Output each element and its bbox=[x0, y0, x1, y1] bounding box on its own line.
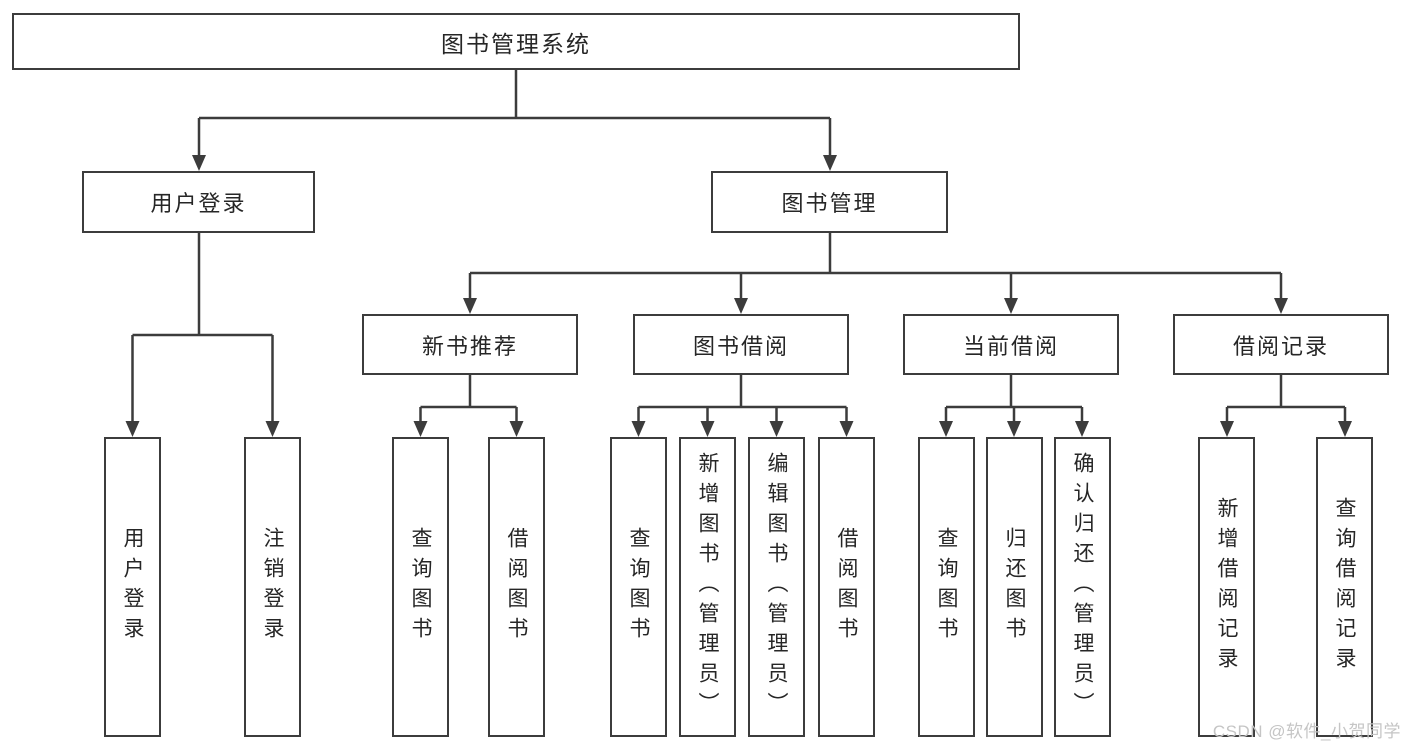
node-leaf-borrow-books-recommend: 借阅图书 bbox=[488, 437, 545, 737]
node-leaf-query-borrow-record: 查询借阅记录 bbox=[1316, 437, 1373, 737]
node-library-management-system: 图书管理系统 bbox=[12, 13, 1020, 70]
connector-book-borrow-to-leaves bbox=[637, 375, 848, 424]
connector-book-mgmt-to-level3 bbox=[468, 233, 1283, 301]
node-leaf-add-borrow-record: 新增借阅记录 bbox=[1198, 437, 1255, 737]
node-leaf-edit-book-admin: 编辑图书（管理员） bbox=[748, 437, 805, 737]
node-leaf-query-books-recommend: 查询图书 bbox=[392, 437, 449, 737]
csdn-watermark: CSDN @软件_小贺同学 bbox=[1212, 722, 1401, 741]
node-leaf-query-books-current: 查询图书 bbox=[918, 437, 975, 737]
node-leaf-borrow-books: 借阅图书 bbox=[818, 437, 875, 737]
connector-root-to-level2 bbox=[197, 70, 832, 158]
connector-user-login-to-leaves bbox=[131, 233, 274, 424]
node-leaf-query-books-borrow: 查询图书 bbox=[610, 437, 667, 737]
node-leaf-user-login: 用户登录 bbox=[104, 437, 161, 737]
node-leaf-confirm-return-admin: 确认归还（管理员） bbox=[1054, 437, 1111, 737]
node-new-book-recommend: 新书推荐 bbox=[362, 314, 578, 375]
node-book-management: 图书管理 bbox=[711, 171, 948, 233]
connector-borrow-record-to-leaves bbox=[1225, 375, 1347, 424]
node-book-borrow: 图书借阅 bbox=[633, 314, 849, 375]
node-leaf-return-book: 归还图书 bbox=[986, 437, 1043, 737]
connector-new-book-to-leaves bbox=[419, 375, 518, 424]
node-leaf-logout: 注销登录 bbox=[244, 437, 301, 737]
connector-current-borrow-to-leaves bbox=[944, 375, 1084, 424]
node-leaf-add-book-admin: 新增图书（管理员） bbox=[679, 437, 736, 737]
node-user-login: 用户登录 bbox=[82, 171, 315, 233]
node-current-borrow: 当前借阅 bbox=[903, 314, 1119, 375]
node-borrow-records: 借阅记录 bbox=[1173, 314, 1389, 375]
